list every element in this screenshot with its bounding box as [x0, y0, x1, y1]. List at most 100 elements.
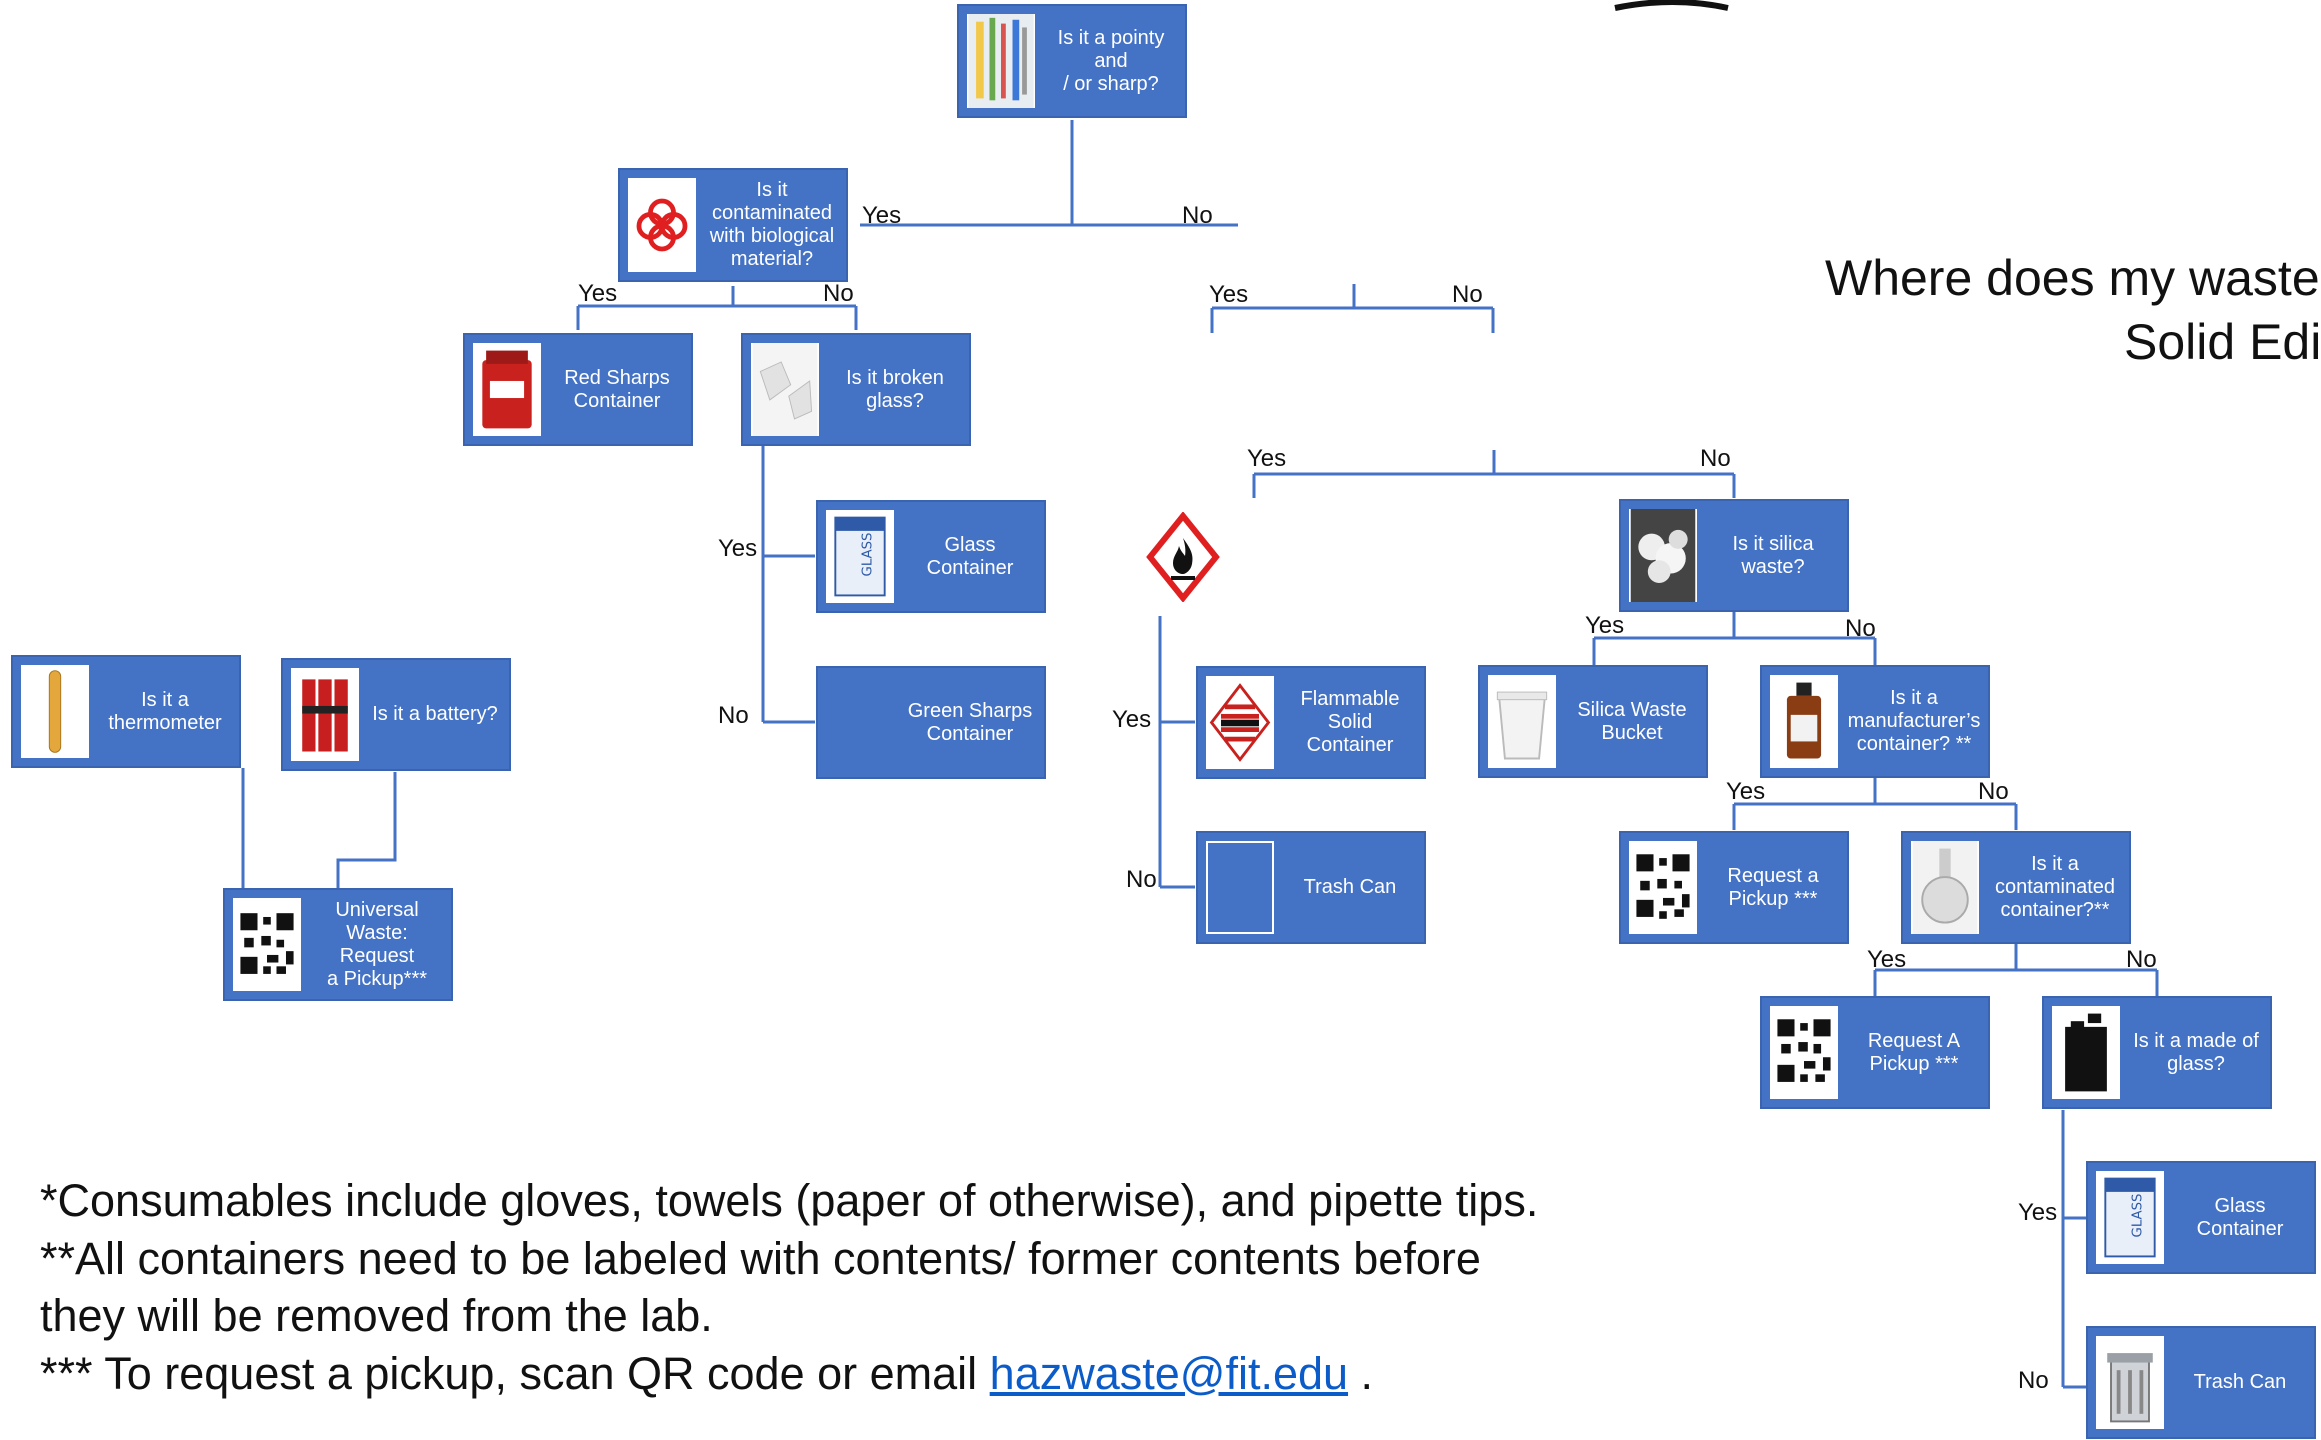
bucket-icon — [1488, 675, 1556, 768]
flask-icon — [1911, 841, 1979, 934]
node-biological-text: Is it contaminated with biological mater… — [709, 179, 835, 270]
node-biological: Is it contaminated with biological mater… — [618, 168, 848, 282]
label-no: No — [1126, 866, 1157, 893]
node-broken-glass: Is it broken glass? — [741, 333, 971, 446]
broken-glass-icon — [751, 343, 819, 436]
node-broken-glass-text: Is it broken glass? — [846, 366, 944, 412]
node-glass-container-1: GLASS Glass Container — [816, 500, 1046, 613]
node-request-pickup-1: Request a Pickup *** — [1619, 831, 1849, 944]
biohazard-icon — [628, 178, 696, 272]
connector-made-of-glass — [2061, 1110, 2087, 1389]
label-yes: Yes — [1867, 946, 1907, 973]
top-arc — [1614, 0, 1729, 11]
label-no: No — [1182, 202, 1213, 229]
node-request-pickup-2-text: Request A Pickup *** — [1867, 1029, 1961, 1075]
label-no: No — [823, 280, 854, 307]
flammable-solid-label-icon — [1206, 676, 1274, 769]
node-manufacturer: Is it a manufacturer’s container? ** — [1760, 665, 1990, 778]
node-trash-can-2: Trash Can — [2086, 1326, 2316, 1439]
footnote-containers: **All containers need to be labeled with… — [40, 1232, 1481, 1284]
title-line-2: Solid Edit — [2124, 314, 2321, 370]
connector-pointy — [860, 120, 1238, 227]
node-trash-can-1-text: Trash Can — [1303, 876, 1397, 898]
label-yes: Yes — [578, 280, 618, 307]
connector-flammable-split — [1252, 450, 1736, 498]
connector-contaminated — [1873, 944, 2159, 996]
silica-icon — [1629, 509, 1697, 602]
red-sharps-container-icon — [473, 343, 541, 436]
pipette-icon — [967, 14, 1035, 108]
svg-text:GLASS: GLASS — [2130, 1194, 2145, 1238]
node-contaminated-container-text: Is it a contaminated container?** — [1994, 853, 2116, 921]
node-flammable-solid: Flammable Solid Container — [1196, 666, 1426, 779]
node-glass-container-2: GLASS Glass Container — [2086, 1161, 2316, 1274]
node-flammable-solid-text: Flammable Solid Container — [1300, 688, 1400, 756]
node-battery: Is it a battery? — [281, 658, 511, 771]
label-yes: Yes — [718, 535, 758, 562]
label-yes: Yes — [1726, 778, 1766, 805]
footnote-pickup-suffix: . — [1348, 1347, 1374, 1399]
footnote-consumables: *Consumables include gloves, towels (pap… — [40, 1175, 1539, 1226]
connector-biological — [576, 286, 858, 330]
connector-flammable — [1158, 616, 1195, 889]
qr-code-icon — [1629, 841, 1697, 934]
qr-code-icon — [233, 898, 301, 991]
battery-icon — [291, 668, 359, 761]
node-universal-waste: Universal Waste: Request a Pickup*** — [223, 888, 453, 1001]
node-red-sharps-text: Red Sharps Container — [564, 366, 670, 412]
node-green-sharps-text: Green Sharps Container — [907, 699, 1033, 745]
chemical-bottle-icon — [1770, 675, 1838, 768]
hazwaste-email-link[interactable]: hazwaste@fit.edu — [989, 1347, 1349, 1399]
label-yes: Yes — [2018, 1199, 2058, 1226]
connector-upper-split — [1210, 284, 1495, 333]
connector-manufacturer — [1732, 778, 2018, 830]
node-battery-text: Is it a battery? — [372, 703, 498, 725]
qr-code-icon — [1770, 1006, 1838, 1099]
label-no: No — [1700, 445, 1731, 472]
label-yes: Yes — [862, 202, 902, 229]
trash-can-icon — [2096, 1336, 2164, 1429]
node-request-pickup-2: Request A Pickup *** — [1760, 996, 1990, 1109]
trash-can-placeholder-icon — [1206, 841, 1274, 934]
node-made-of-glass: Is it a made of glass? — [2042, 996, 2272, 1109]
glass-box-icon: GLASS — [826, 510, 894, 603]
title-line-1: Where does my waste g — [1825, 250, 2321, 306]
flammable-pictogram-icon — [1146, 511, 1220, 603]
connector-broken-glass — [761, 446, 815, 724]
node-silica: Is it silica waste? — [1619, 499, 1849, 612]
label-yes: Yes — [1585, 612, 1625, 639]
label-no: No — [2018, 1367, 2049, 1394]
node-silica-bucket: Silica Waste Bucket — [1478, 665, 1708, 778]
node-universal-waste-text: Universal Waste: Request a Pickup*** — [326, 898, 428, 990]
label-yes: Yes — [1247, 445, 1287, 472]
node-green-sharps: Green Sharps Container — [816, 666, 1046, 779]
jerrycan-icon — [2052, 1006, 2120, 1099]
node-pointy: Is it a pointy and / or sharp? — [957, 4, 1187, 118]
glass-box-icon: GLASS — [2096, 1171, 2164, 1264]
node-contaminated-container: Is it a contaminated container?** — [1901, 831, 2131, 944]
footnote-pickup-text: *** To request a pickup, scan QR code or… — [40, 1347, 990, 1399]
node-request-pickup-1-text: Request a Pickup *** — [1727, 864, 1819, 910]
node-silica-text: Is it silica waste? — [1732, 532, 1814, 578]
connector-silica — [1592, 612, 1877, 665]
node-pointy-text: Is it a pointy and / or sharp? — [1057, 26, 1165, 95]
node-made-of-glass-text: Is it a made of glass? — [2133, 1029, 2259, 1075]
label-yes: Yes — [1112, 706, 1152, 733]
connector-battery — [336, 772, 397, 888]
label-no: No — [718, 702, 749, 729]
node-silica-bucket-text: Silica Waste Bucket — [1577, 698, 1687, 744]
node-glass-container-2-text: Glass Container — [2196, 1194, 2284, 1240]
node-manufacturer-text: Is it a manufacturer’s container? ** — [1847, 687, 1981, 755]
footnote-pickup: *** To request a pickup, scan QR code or… — [40, 1345, 1600, 1403]
node-glass-container-1-text: Glass Container — [926, 533, 1014, 579]
label-no: No — [1452, 281, 1483, 308]
node-trash-can-2-text: Trash Can — [2193, 1371, 2287, 1393]
label-no: No — [1845, 615, 1876, 642]
node-thermometer-text: Is it a thermometer — [108, 688, 222, 734]
thermometer-icon — [21, 665, 89, 758]
svg-text:GLASS: GLASS — [860, 533, 875, 577]
footnote-containers-cont: they will be removed from the lab. — [40, 1290, 713, 1341]
node-trash-can-1: Trash Can — [1196, 831, 1426, 944]
footnotes: *Consumables include gloves, towels (pap… — [40, 1172, 1600, 1402]
